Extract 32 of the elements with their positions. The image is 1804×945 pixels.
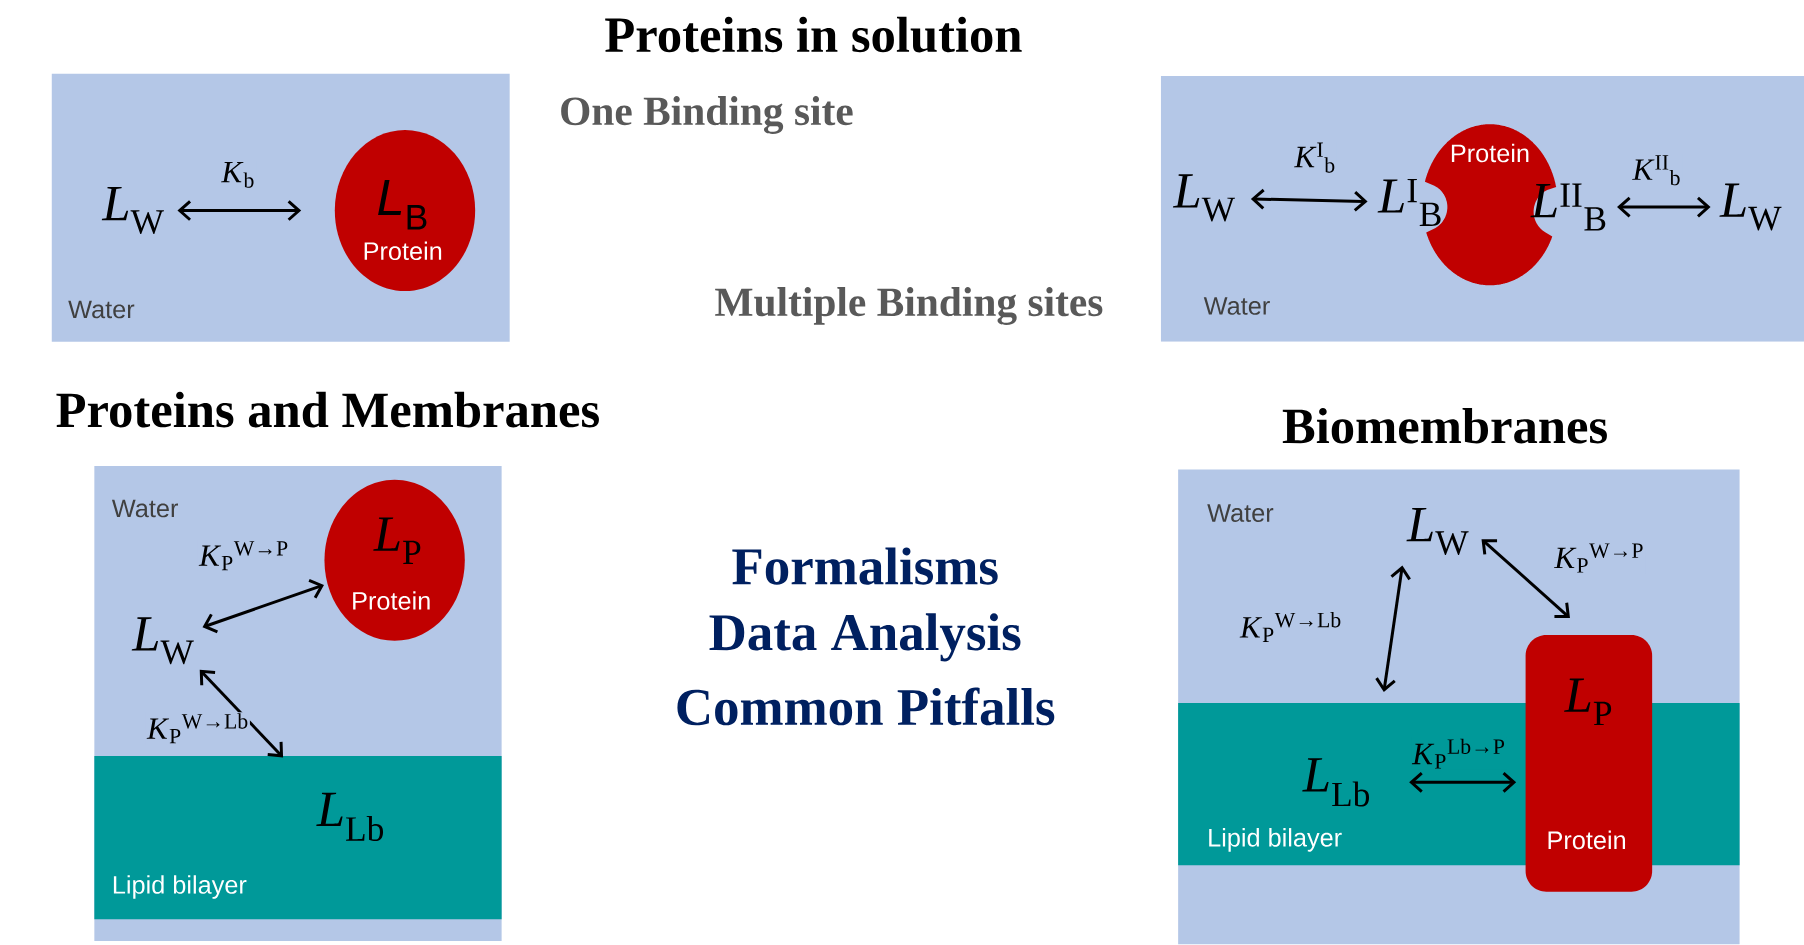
double-arrow xyxy=(177,200,302,222)
edge-label: K$_{P}$W→P xyxy=(197,540,290,572)
edge-label: K$_{b}$ xyxy=(220,161,257,190)
edge-label: K$_{P}$W→P xyxy=(1553,542,1646,574)
edge-label: K$_{P}$W→Lb xyxy=(145,712,250,745)
double-arrow xyxy=(199,669,284,758)
heading: Proteins in solution xyxy=(605,16,1022,53)
symbol-label: L$_{Lb}$ xyxy=(1302,758,1370,807)
symbol-label: L$_{W}$ xyxy=(1719,183,1782,231)
double-arrow xyxy=(1481,539,1570,619)
heading: Biomembranes xyxy=(1282,408,1607,444)
heading: Proteins and Membranes xyxy=(56,392,599,428)
symbol-label: L$_{W}$ xyxy=(1172,174,1236,222)
symbol-label: L$_{W}$ xyxy=(131,617,194,665)
topic-text: Data Analysis xyxy=(709,613,1021,662)
symbol-label: L$_{W}$ xyxy=(101,187,164,235)
double-arrow xyxy=(1409,772,1517,793)
topic-text: Common Pitfalls xyxy=(677,687,1055,726)
subheading: One Binding site xyxy=(561,96,853,135)
subheading: Multiple Binding sites xyxy=(715,287,1103,326)
double-arrow xyxy=(1250,189,1368,212)
double-arrow xyxy=(1617,197,1711,218)
double-arrow xyxy=(1375,565,1411,693)
edge-label: K$^{II}$b xyxy=(1631,154,1683,187)
edge-label: K$_{P}$Lb→P xyxy=(1411,737,1507,770)
protein-box: L$_{P}$ Protein xyxy=(1525,635,1653,892)
edge-label: K$^{I}$b xyxy=(1293,141,1337,174)
symbol-label: L$_{W}$ xyxy=(1406,508,1469,556)
symbol-label: L$_{Lb}$ xyxy=(316,793,384,842)
topic-text: Formalisms xyxy=(732,547,998,585)
double-arrow xyxy=(202,579,324,634)
edge-label: K$_{P}$W→Lb xyxy=(1238,611,1343,644)
